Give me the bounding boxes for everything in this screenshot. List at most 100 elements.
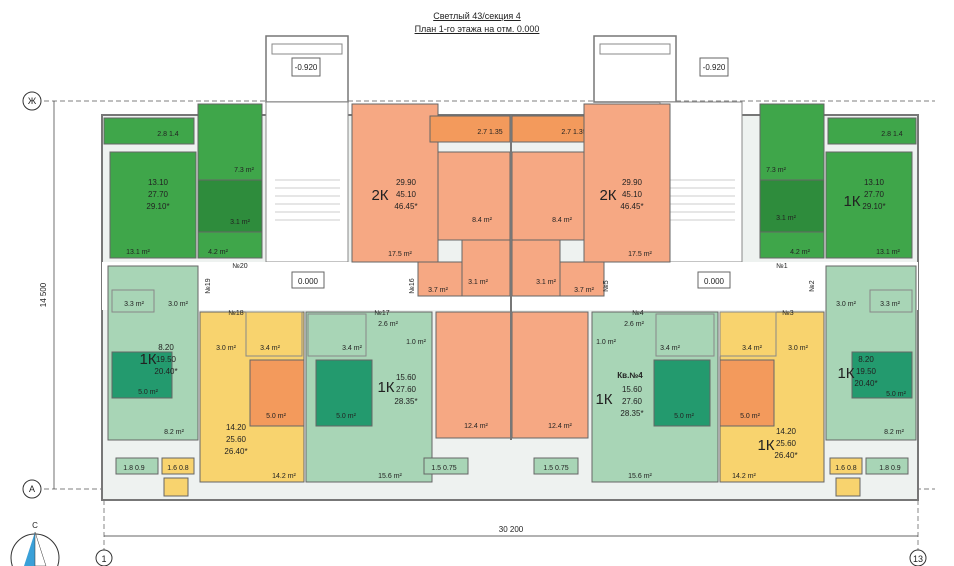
svg-text:14.20: 14.20 (226, 423, 247, 432)
svg-text:1К: 1К (843, 193, 860, 210)
svg-text:1К: 1К (377, 379, 394, 396)
svg-text:3.0 m²: 3.0 m² (788, 345, 809, 352)
apartment-left-2k: 2К 29.90 45.10 46.45* 17.5 m² 2.7 1.35 8… (351, 103, 513, 439)
stair-tower-left: -0.920 (265, 35, 349, 263)
svg-text:29.90: 29.90 (396, 178, 417, 187)
svg-text:2К: 2К (371, 187, 388, 204)
svg-text:19.50: 19.50 (856, 367, 877, 376)
stair-tower-right: -0.920 (593, 35, 743, 263)
svg-text:5.0 m²: 5.0 m² (740, 413, 761, 420)
svg-text:1.5 0.75: 1.5 0.75 (431, 465, 456, 472)
svg-text:2.8 1.4: 2.8 1.4 (881, 131, 903, 138)
svg-text:5.0 m²: 5.0 m² (266, 413, 287, 420)
svg-text:3.1 m²: 3.1 m² (536, 279, 557, 286)
svg-text:1К: 1К (757, 437, 774, 454)
svg-text:45.10: 45.10 (622, 190, 643, 199)
svg-text:5.0 m²: 5.0 m² (674, 413, 695, 420)
svg-text:14.20: 14.20 (776, 427, 797, 436)
apt-number-4: №4 (632, 310, 644, 317)
svg-text:46.45*: 46.45* (620, 202, 643, 211)
apartment-left-18: 3.3 m² 3.0 m² 1К 8.20 19.50 20.40* 5.0 m… (107, 265, 199, 441)
svg-text:14.2 m²: 14.2 m² (732, 473, 756, 480)
svg-text:26.40*: 26.40* (224, 447, 247, 456)
svg-text:1.0 m²: 1.0 m² (596, 339, 617, 346)
svg-text:7.3 m²: 7.3 m² (766, 167, 787, 174)
apt-number-3: №3 (782, 310, 794, 317)
svg-text:3.4 m²: 3.4 m² (342, 345, 363, 352)
svg-text:29.90: 29.90 (622, 178, 643, 187)
apt-number-1: №1 (776, 263, 788, 270)
axis-bubble-a: А (22, 479, 42, 499)
svg-text:3.0 m²: 3.0 m² (836, 301, 857, 308)
svg-text:20.40*: 20.40* (154, 367, 177, 376)
svg-text:28.35*: 28.35* (394, 397, 417, 406)
svg-text:13.1 m²: 13.1 m² (876, 249, 900, 256)
svg-text:2.6 m²: 2.6 m² (624, 321, 645, 328)
svg-text:29.10*: 29.10* (862, 202, 885, 211)
svg-text:28.35*: 28.35* (620, 409, 643, 418)
svg-text:27.70: 27.70 (864, 190, 885, 199)
balconies-right-bottom: 1.5 0.75 1.6 0.8 1.8 0.9 (533, 457, 909, 497)
svg-text:5.0 m²: 5.0 m² (138, 389, 159, 396)
svg-text:4.2 m²: 4.2 m² (208, 249, 229, 256)
svg-text:5.0 m²: 5.0 m² (886, 391, 907, 398)
svg-text:1К: 1К (139, 351, 156, 368)
apt-number-19: №19 (205, 278, 212, 293)
svg-text:27.60: 27.60 (396, 385, 417, 394)
svg-text:13.1 m²: 13.1 m² (126, 249, 150, 256)
svg-text:26.40*: 26.40* (774, 451, 797, 460)
svg-text:13.10: 13.10 (864, 178, 885, 187)
svg-text:1К: 1К (595, 391, 612, 408)
svg-text:3.7 m²: 3.7 m² (574, 287, 595, 294)
svg-text:3.4 m²: 3.4 m² (660, 345, 681, 352)
apartment-left-yellow: 3.0 m² 3.4 m² 5.0 m² 14.20 25.60 26.40* … (199, 311, 305, 483)
svg-text:17.5 m²: 17.5 m² (388, 251, 412, 258)
svg-text:15.60: 15.60 (396, 373, 417, 382)
svg-text:20.40*: 20.40* (854, 379, 877, 388)
stair-level-right: -0.920 (703, 63, 726, 72)
apartment-right-4: 2.6 m² 3.4 m² 1.0 m² 5.0 m² Кв.№4 1К 15.… (591, 311, 719, 483)
svg-text:2.6 m²: 2.6 m² (378, 321, 399, 328)
svg-text:14.2 m²: 14.2 m² (272, 473, 296, 480)
svg-text:2.7 1.35: 2.7 1.35 (561, 129, 586, 136)
apt-number-2: №2 (809, 280, 816, 292)
svg-text:1.6 0.8: 1.6 0.8 (835, 465, 857, 472)
dimension-lines (53, 101, 918, 537)
svg-text:1.8 0.9: 1.8 0.9 (879, 465, 901, 472)
apt-number-20: №20 (232, 263, 247, 270)
svg-text:27.70: 27.70 (148, 190, 169, 199)
svg-text:3.0 m²: 3.0 m² (216, 345, 237, 352)
svg-text:3.3 m²: 3.3 m² (124, 301, 145, 308)
svg-text:7.3 m²: 7.3 m² (234, 167, 255, 174)
svg-text:15.60: 15.60 (622, 385, 643, 394)
svg-text:15.6 m²: 15.6 m² (628, 473, 652, 480)
svg-text:13.10: 13.10 (148, 178, 169, 187)
apartment-left-17: 2.6 m² 3.4 m² 1.0 m² 5.0 m² 1К 15.60 27.… (305, 311, 433, 483)
svg-text:8.4 m²: 8.4 m² (552, 217, 573, 224)
svg-text:12.4 m²: 12.4 m² (548, 423, 572, 430)
svg-text:8.4 m²: 8.4 m² (472, 217, 493, 224)
apartment-left-1k-top: 2.8 1.4 13.10 27.70 29.10* 13.1 m² 7.3 m… (103, 103, 263, 259)
north-label: С (32, 521, 38, 530)
svg-text:8.20: 8.20 (158, 343, 174, 352)
svg-text:19.50: 19.50 (156, 355, 177, 364)
svg-text:2К: 2К (599, 187, 616, 204)
balconies-left-bottom: 1.8 0.9 1.6 0.8 1.5 0.75 (115, 457, 469, 497)
apartment-right-2: 3.0 m² 3.3 m² 1К 8.20 19.50 20.40* 5.0 m… (825, 265, 917, 441)
svg-text:5.0 m²: 5.0 m² (336, 413, 357, 420)
svg-text:46.45*: 46.45* (394, 202, 417, 211)
svg-text:1: 1 (101, 554, 106, 564)
svg-text:1.6 0.8: 1.6 0.8 (167, 465, 189, 472)
svg-text:15.6 m²: 15.6 m² (378, 473, 402, 480)
svg-text:29.10*: 29.10* (146, 202, 169, 211)
svg-text:А: А (29, 484, 35, 494)
svg-text:1.5 0.75: 1.5 0.75 (543, 465, 568, 472)
hall-level-right: 0.000 (704, 277, 725, 286)
stair-level-left: -0.920 (295, 63, 318, 72)
svg-text:1К: 1К (837, 365, 854, 382)
hall-level-left: 0.000 (298, 277, 319, 286)
apartment-right-1k-top: 2.8 1.4 7.3 m² 3.1 m² 4.2 m² 1К 13.10 27… (759, 103, 917, 259)
svg-text:8.20: 8.20 (858, 355, 874, 364)
svg-text:3.4 m²: 3.4 m² (742, 345, 763, 352)
